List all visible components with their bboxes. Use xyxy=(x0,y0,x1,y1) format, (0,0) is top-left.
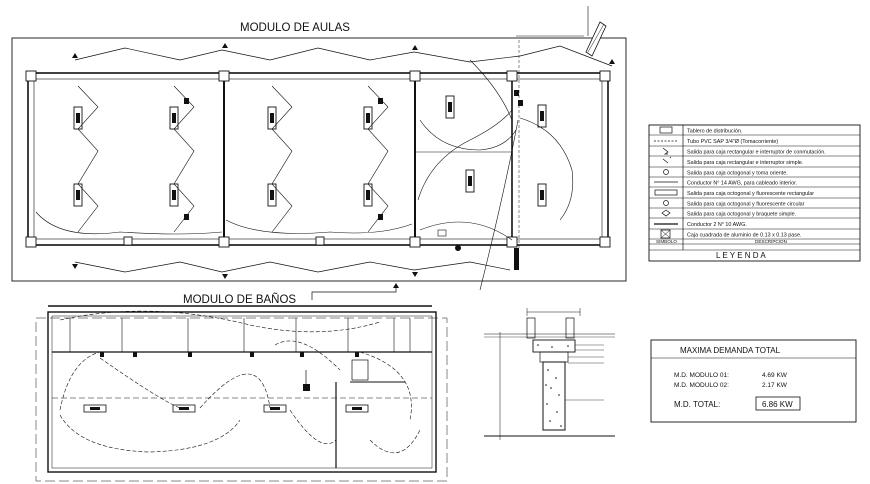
legend-header-symbol: SIMBOLO xyxy=(656,239,677,244)
legend-footer: L E Y E N D A xyxy=(716,251,766,260)
demand-value-2: 2.17 KW xyxy=(762,382,788,389)
bracket-icon xyxy=(661,209,671,217)
commutation-switch-icon xyxy=(662,147,669,155)
circular-fluorescent-icon xyxy=(663,200,669,206)
demand-label-2: M.D. MODULO 02: xyxy=(674,382,729,389)
legend-text-4: Salida para caja rectangular e interrupt… xyxy=(687,160,803,166)
demand-total-value: 6.86 KW xyxy=(762,400,793,409)
outlet-icon xyxy=(663,169,669,175)
aulas-title: MODULO DE AULAS xyxy=(240,22,350,34)
demand-title: MAXIMA DEMANDA TOTAL xyxy=(680,346,781,355)
rect-fluorescent-icon xyxy=(654,189,678,196)
legend-text-5: Salida para caja octogonal y toma orient… xyxy=(687,171,788,177)
demand-total-label: M.D. TOTAL: xyxy=(674,400,720,409)
max-demand-table: MAXIMA DEMANDA TOTAL M.D. MODULO 01: 4.6… xyxy=(650,339,857,423)
demand-value-1: 4.69 KW xyxy=(762,372,788,379)
legend-text-11: Caja cuadrada de aluminio de 0.13 x 0.13… xyxy=(687,233,801,239)
legend-text-1: Tablero de distribución. xyxy=(687,129,742,135)
demand-label-1: M.D. MODULO 01: xyxy=(674,372,729,379)
legend-text-3: Salida para caja rectangular e interrupt… xyxy=(687,150,826,156)
banos-title: MODULO DE BAÑOS xyxy=(183,293,296,306)
legend-text-7: Salida para caja octogonal y fluorescent… xyxy=(687,191,814,197)
aulas-plan xyxy=(11,6,627,291)
banos-plan xyxy=(35,283,448,482)
legend-table: Tablero de distribución. Tubo PVC SAP 3/… xyxy=(648,124,861,262)
distribution-board-icon xyxy=(659,126,673,134)
simple-switch-icon xyxy=(662,156,672,164)
legend-header-desc: DESCRIPCION xyxy=(755,239,787,244)
construction-detail xyxy=(484,308,615,440)
legend-text-9: Salida para caja octogonal y braquete si… xyxy=(687,212,796,218)
legend-text-6: Conductor N° 14 AWG, para cableado inter… xyxy=(687,181,797,187)
legend-text-2: Tubo PVC SAP 3/4"Ø (Tomacorriente) xyxy=(687,139,778,145)
junction-box-icon xyxy=(660,229,671,239)
legend-text-10: Conductor 2 N° 10 AWG. xyxy=(687,222,747,228)
legend-text-8: Salida para caja octogonal y fluorescent… xyxy=(687,202,805,208)
